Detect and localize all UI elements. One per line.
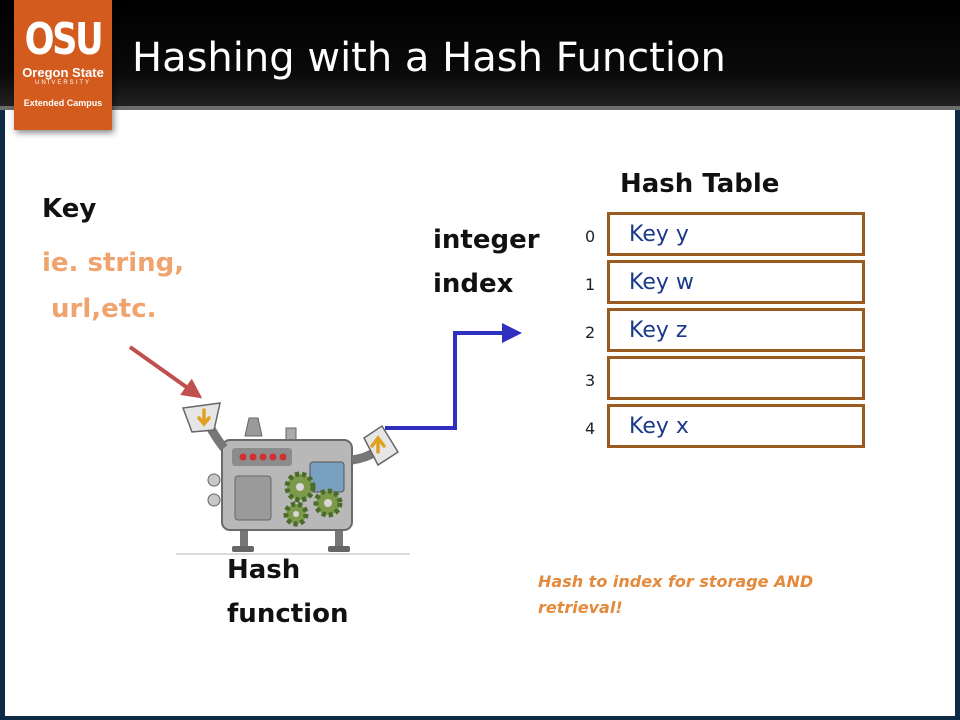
logo-oregon-state: Oregon State [22, 65, 104, 80]
hash-table-row-3: 3 [585, 356, 865, 400]
input-arrow [128, 345, 203, 399]
logo-osu-text: OSU [24, 14, 104, 65]
key-label: Key [42, 194, 97, 224]
hash-table-index: 3 [585, 371, 596, 390]
hash-machine-illustration [176, 402, 410, 555]
hash-table-index: 2 [585, 323, 596, 342]
output-arrow [385, 323, 522, 430]
hash-table-row-4: 4 Key x [585, 404, 865, 448]
hash-table-title: Hash Table [620, 169, 780, 199]
hash-table-row-0: 0 Key y [585, 212, 865, 256]
key-examples: ie. string, url,etc. [42, 248, 185, 324]
logo-extended-campus: Extended Campus [23, 98, 103, 108]
hash-table-index: 1 [585, 275, 596, 294]
hash-table-row-1: 1 Key w [585, 260, 865, 304]
hash-function-label: Hash function [227, 555, 349, 629]
hash-table-index: 0 [585, 227, 596, 246]
hash-table-value: Key y [629, 222, 689, 247]
hash-table-value: Key z [629, 318, 688, 343]
hash-table-value: Key x [629, 414, 689, 439]
hash-table-index: 4 [585, 419, 596, 438]
integer-index-label: integer index [433, 225, 540, 299]
title-bar: Hashing with a Hash Function [0, 0, 960, 110]
logo-university: UNIVERSITY [34, 80, 91, 86]
hash-table: 0 Key y 1 Key w 2 Key z 3 4 Key x [585, 212, 865, 448]
storage-retrieval-note: Hash to index for storage AND retrieval! [538, 572, 814, 617]
hash-table-value: Key w [629, 270, 694, 295]
osu-logo: OSU Oregon State UNIVERSITY Extended Cam… [14, 0, 112, 130]
slide-title: Hashing with a Hash Function [132, 35, 726, 81]
hash-table-row-2: 2 Key z [585, 308, 865, 352]
